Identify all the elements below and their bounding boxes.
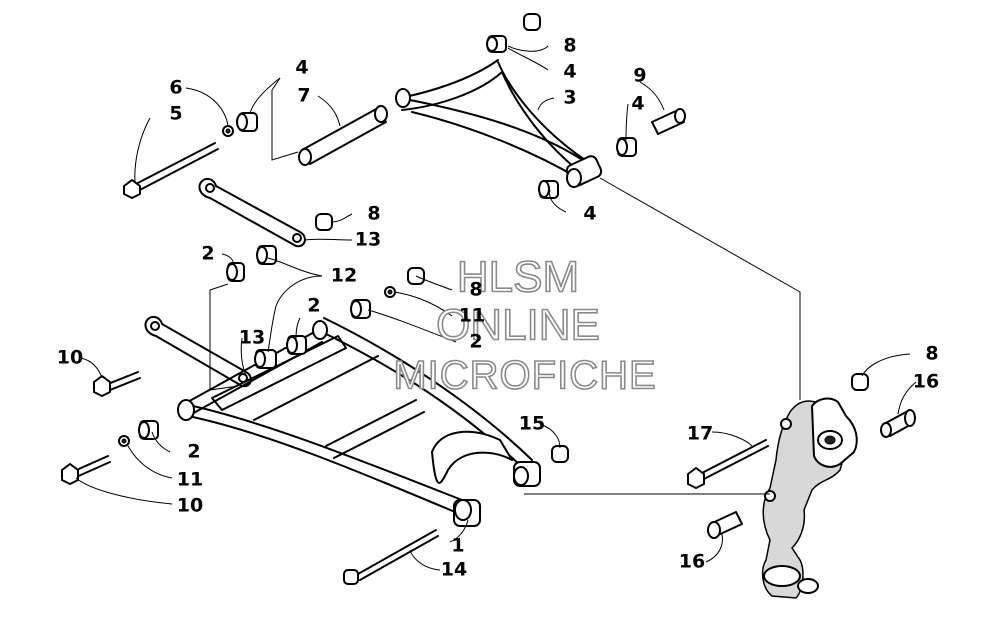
callout-7: 7: [297, 85, 310, 107]
callout-16-bottom: 16: [679, 551, 705, 573]
lower-bolts: [61, 371, 439, 585]
upper-bushings: [222, 13, 686, 199]
watermark-line-3: MICROFICHE: [393, 354, 656, 398]
callout-2-right: 2: [469, 331, 482, 353]
callout-3: 3: [563, 87, 576, 109]
callout-4-top: 4: [563, 61, 576, 83]
lower-bushings: [118, 245, 569, 463]
callout-2-mid: 2: [307, 295, 320, 317]
callout-4-lower: 4: [583, 203, 596, 225]
callout-2-top: 2: [201, 243, 214, 265]
watermark-line-2: ONLINE: [436, 301, 600, 350]
callout-15: 15: [519, 413, 545, 435]
watermark-line-1: HLSM: [457, 253, 579, 302]
lower-a-arm: [177, 317, 541, 527]
callout-8-link: 8: [367, 203, 380, 225]
callout-10-top: 10: [57, 347, 83, 369]
callout-4-right: 4: [631, 93, 644, 115]
leader-lines: [75, 45, 917, 571]
upper-pivot-tube: [298, 105, 388, 166]
callout-2-bottom: 2: [187, 441, 200, 463]
callout-1: 1: [451, 535, 464, 557]
callout-9: 9: [633, 65, 646, 87]
callout-16-top: 16: [913, 371, 939, 393]
callout-6: 6: [169, 77, 182, 99]
callout-13-top: 13: [355, 229, 381, 251]
callout-10-bottom: 10: [177, 495, 203, 517]
callout-8-top: 8: [563, 35, 576, 57]
upper-a-arm: [395, 59, 603, 188]
callout-17: 17: [687, 423, 713, 445]
callout-14: 14: [441, 559, 467, 581]
callout-11-right: 11: [459, 305, 485, 327]
knuckle-hardware: [687, 373, 916, 539]
callout-4-left: 4: [295, 57, 308, 79]
steering-knuckle: [761, 397, 858, 599]
upper-bolt: [123, 142, 219, 199]
callout-11-bottom: 11: [177, 469, 203, 491]
upper-link-plate: [198, 178, 333, 248]
callout-8-mid: 8: [469, 279, 482, 301]
callout-13-bottom: 13: [239, 327, 265, 349]
callout-8-knuckle: 8: [925, 343, 938, 365]
callout-12: 12: [331, 265, 357, 287]
callout-5: 5: [169, 103, 182, 125]
